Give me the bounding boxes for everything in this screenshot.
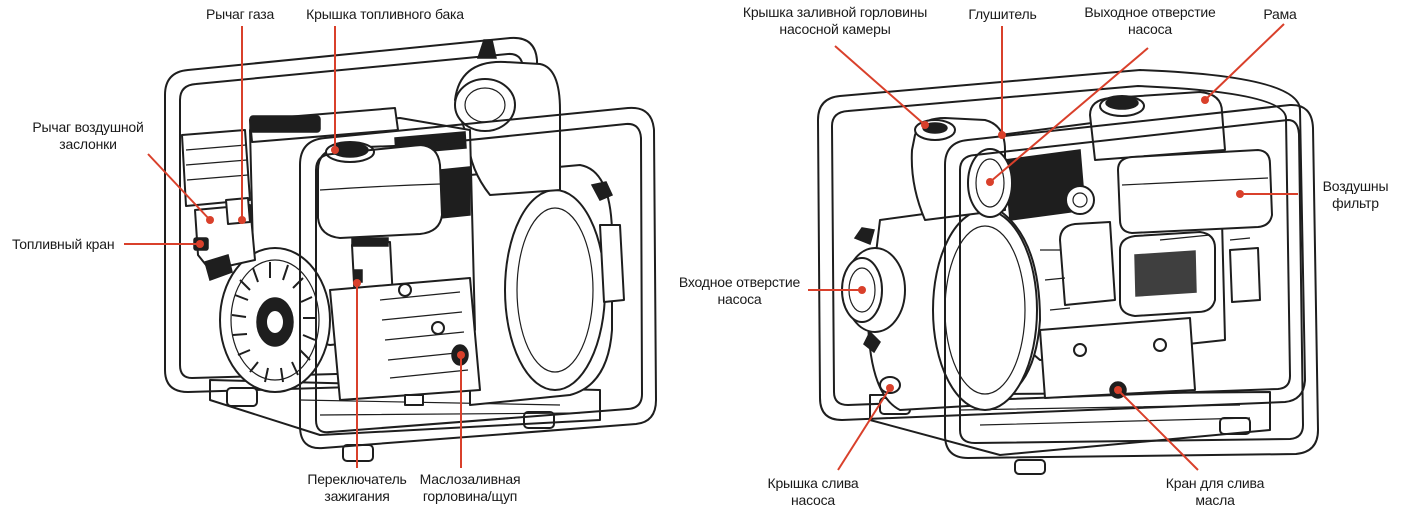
label-pump-inlet: Входное отверстие насоса	[672, 274, 807, 308]
label-pump-inlet-line1: Входное отверстие	[678, 274, 801, 290]
label-fuel-valve: Топливный кран	[12, 236, 115, 252]
leader-priming-cap	[834, 45, 926, 126]
label-oil-drain-valve-line2: масла	[1195, 492, 1235, 508]
label-air-filter: Воздушны фильтр	[1318, 178, 1393, 212]
label-oil-filler-line2: горловина/щуп	[422, 488, 518, 504]
label-throttle-lever: Рычаг газа	[205, 6, 275, 22]
leader-frame	[1204, 23, 1285, 101]
leader-pump-outlet	[989, 47, 1149, 183]
label-priming-cap: Крышка заливной горловины насосной камер…	[720, 4, 950, 38]
leader-choke-lever	[147, 153, 211, 221]
label-pump-drain-cap-line2: насоса	[790, 492, 836, 508]
label-priming-cap-line1: Крышка заливной горловины	[742, 4, 928, 20]
label-choke-lever-line2: заслонки	[59, 136, 117, 152]
label-pump-outlet-line2: насоса	[1127, 21, 1173, 37]
label-air-filter-line1: Воздушны	[1322, 178, 1389, 194]
label-pump-outlet: Выходное отверстие насоса	[1075, 4, 1225, 38]
leader-oil-drain-valve	[1117, 389, 1199, 471]
label-priming-cap-line2: насосной камеры	[779, 21, 891, 37]
label-frame: Рама	[1263, 6, 1297, 22]
label-ignition-switch: Переключатель зажигания	[302, 471, 412, 505]
label-pump-drain-cap-line1: Крышка слива	[767, 475, 859, 491]
label-pump-inlet-line2: насоса	[717, 291, 762, 307]
label-oil-filler-line1: Маслозаливная	[419, 471, 521, 487]
label-ignition-switch-line1: Переключатель	[307, 471, 407, 487]
label-muffler: Глушитель	[968, 6, 1037, 22]
label-fuel-tank-cap: Крышка топливного бака	[306, 6, 464, 22]
label-pump-drain-cap: Крышка слива насоса	[758, 475, 868, 509]
left-pump-drawing	[164, 36, 657, 462]
label-oil-drain-valve: Кран для слива масла	[1150, 475, 1280, 509]
label-pump-outlet-line1: Выходное отверстие	[1084, 4, 1216, 20]
label-choke-lever: Рычаг воздушной заслонки	[18, 119, 158, 153]
label-choke-lever-line1: Рычаг воздушной	[32, 119, 144, 135]
right-pump-drawing	[817, 69, 1319, 475]
label-ignition-switch-line2: зажигания	[324, 488, 390, 504]
label-oil-filler: Маслозаливная горловина/щуп	[410, 471, 530, 505]
callout-leaders	[124, 23, 1298, 471]
leader-pump-drain-cap	[837, 387, 891, 471]
label-air-filter-line2: фильтр	[1332, 195, 1379, 211]
label-oil-drain-valve-line1: Кран для слива	[1165, 475, 1265, 491]
